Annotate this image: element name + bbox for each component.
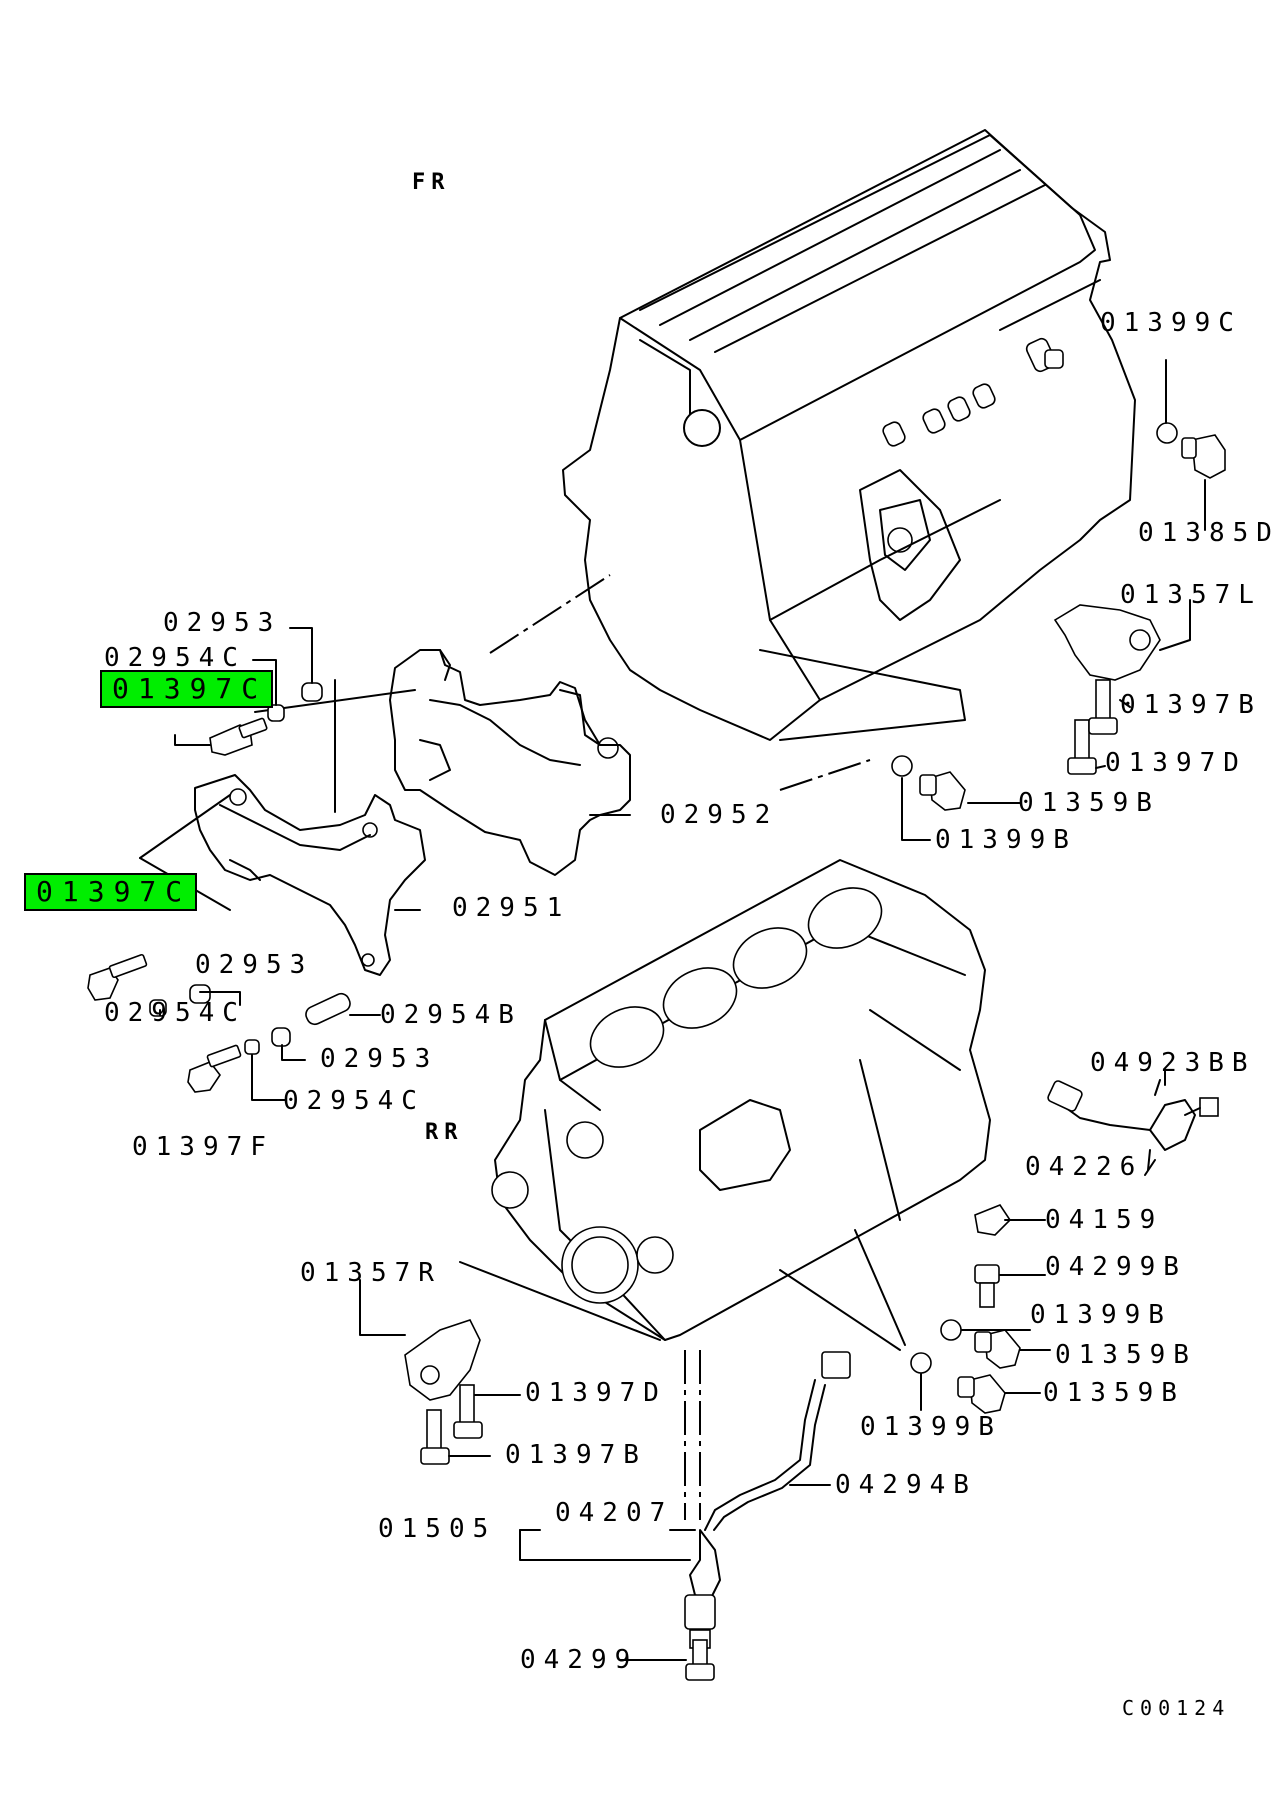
callout-01397B-low[interactable]: 01397B [505, 1440, 647, 1470]
callout-01359B-top[interactable]: 01359B [1018, 788, 1160, 818]
callout-01357R[interactable]: 01357R [300, 1258, 442, 1288]
callout-04159[interactable]: 04159 [1045, 1205, 1164, 1235]
callout-02951[interactable]: 02951 [452, 893, 571, 923]
callout-04207[interactable]: 04207 [555, 1498, 674, 1528]
callout-02953-a[interactable]: 02953 [163, 608, 282, 638]
callout-02954C-b[interactable]: 02954C [104, 998, 246, 1028]
leader-line [759, 649, 966, 741]
callout-01357L[interactable]: 01357L [1120, 580, 1262, 610]
timing-cover-02952 [389, 649, 631, 876]
callout-01397D-top[interactable]: 01397D [1105, 748, 1247, 778]
callout-02953-b[interactable]: 02953 [195, 950, 314, 980]
callout-01385D[interactable]: 01385D [1138, 518, 1280, 548]
rear-direction-label: RR [425, 1120, 464, 1145]
callout-01397B-top[interactable]: 01397B [1120, 690, 1262, 720]
callout-01505[interactable]: 01505 [378, 1514, 497, 1544]
callout-02954C-c[interactable]: 02954C [283, 1086, 425, 1116]
callout-02953-c[interactable]: 02953 [320, 1044, 439, 1074]
callout-01399B-low[interactable]: 01399B [860, 1412, 1002, 1442]
cylinder-block-assembly [491, 859, 991, 1341]
sensor-harness-04923BB [1047, 1079, 1219, 1171]
cylinder-head-assembly [562, 129, 1136, 741]
callout-04299B[interactable]: 04299B [1045, 1252, 1187, 1282]
alignment-line [779, 759, 871, 791]
leader-line [779, 1269, 901, 1351]
figure-code: C00124 [1122, 1696, 1231, 1720]
callout-02954B[interactable]: 02954B [380, 1000, 522, 1030]
callout-02954C-a[interactable]: 02954C [104, 643, 246, 673]
callout-04923BB[interactable]: 04923BB [1090, 1048, 1256, 1078]
callout-01399C[interactable]: 01399C [1100, 308, 1242, 338]
sensor-harness-04294B [684, 1351, 851, 1649]
front-direction-label: FR [412, 170, 451, 195]
callout-01397C-b-highlighted[interactable]: 01397C [24, 873, 198, 911]
callout-04299[interactable]: 04299 [520, 1645, 639, 1675]
leader-line [459, 1261, 661, 1341]
injector-row [882, 337, 1064, 447]
callout-01397F[interactable]: 01397F [132, 1132, 274, 1162]
leader-lines [159, 359, 1206, 1661]
callout-01359B-a[interactable]: 01359B [1055, 1340, 1197, 1370]
callout-02952[interactable]: 02952 [660, 800, 779, 830]
callout-04294B[interactable]: 04294B [835, 1470, 977, 1500]
callout-01397C-a-highlighted[interactable]: 01397C [100, 670, 274, 708]
callout-01399B-mid[interactable]: 01399B [1030, 1300, 1172, 1330]
leader-line [139, 794, 231, 859]
fasteners [87, 422, 1226, 1681]
callout-01399B-top[interactable]: 01399B [935, 825, 1077, 855]
leader-line [854, 1229, 906, 1346]
alignment-line [489, 574, 611, 654]
bracket-02951 [194, 774, 426, 976]
callout-01397D-low[interactable]: 01397D [525, 1378, 667, 1408]
callout-04226[interactable]: 04226 [1025, 1152, 1144, 1182]
callout-01359B-b[interactable]: 01359B [1043, 1378, 1185, 1408]
